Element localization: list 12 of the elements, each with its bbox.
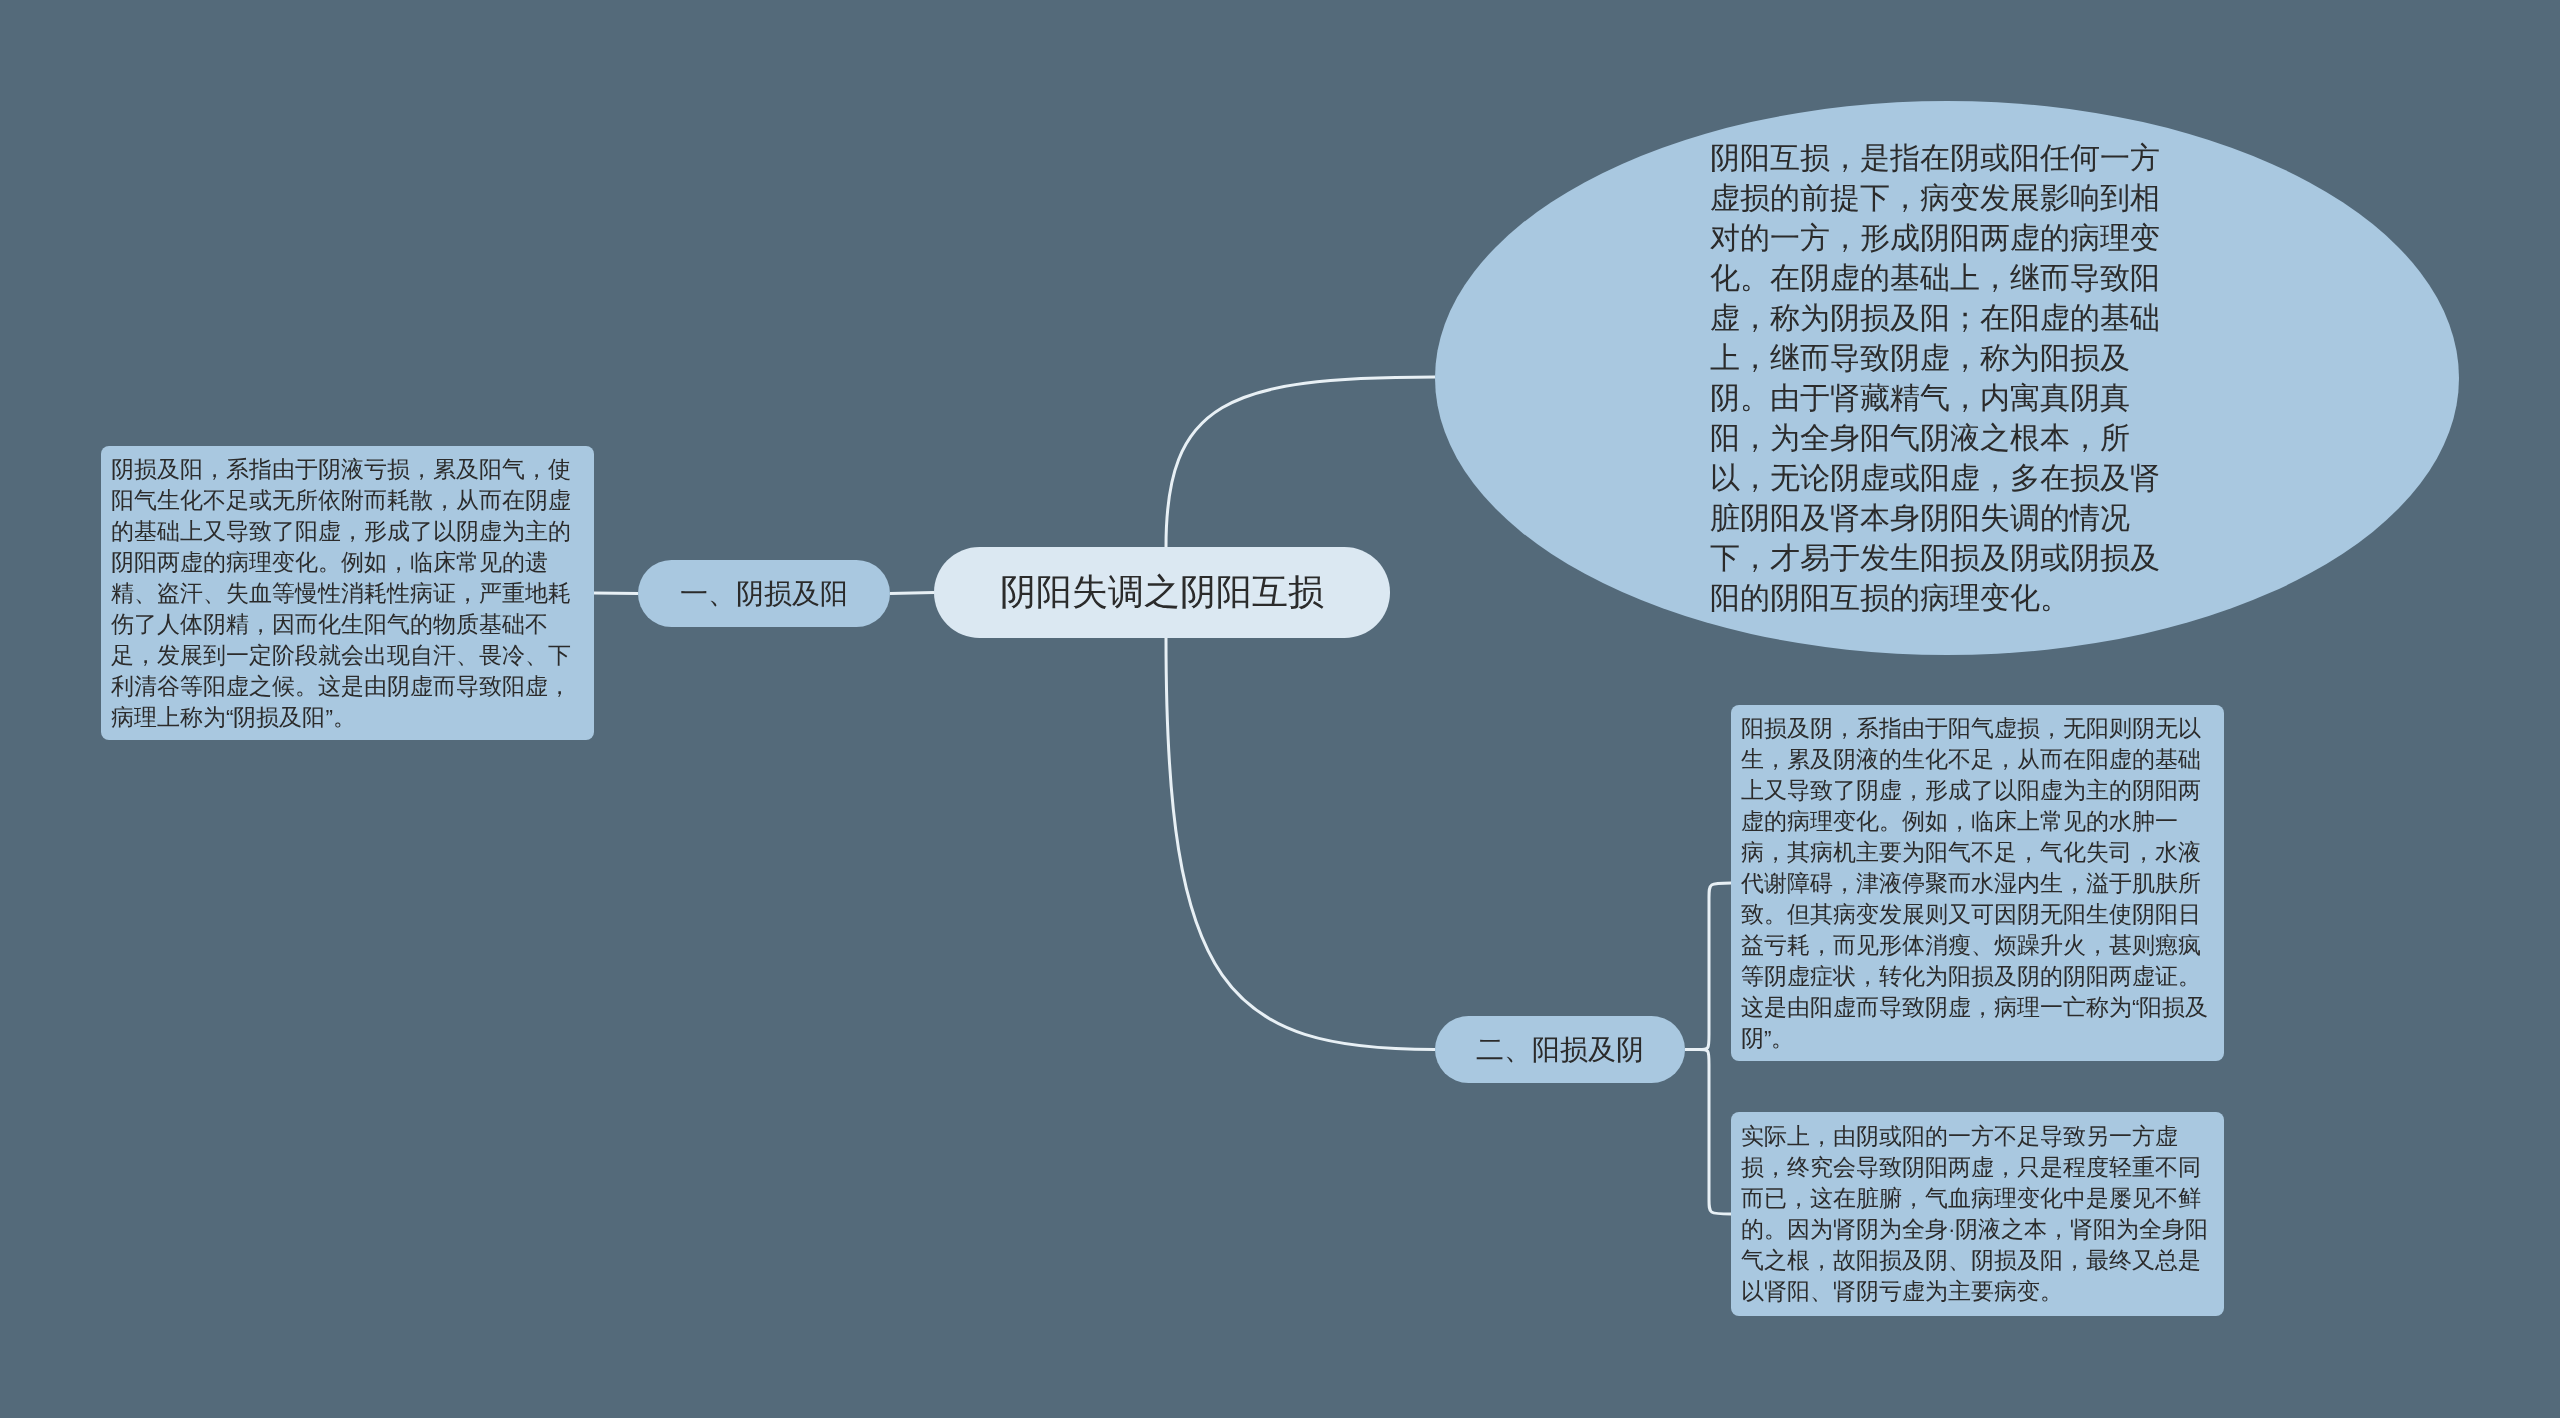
text-box: 阳损及阴，系指由于阳气虚损，无阳则阴无以生，累及阴液的生化不足，从而在阳虚的基础上又导致了阴虚，形成了以阳虚为主的阴阳两虚的病理变化。例如，临床上常见的水肿一病，其病机主要为阳气不足，气化失司，水液代谢障碍，津液停聚而水湿内生，溢于肌肤所致。但其病变发展则又可因阴无阳生使阴阳日益亏耗，而见形体消瘦、烦躁升火，甚则瘛疯等阴虚症状，转化为阳损及阴的阴阳两虚证。这是由阳虚而导致阴虚，病理一亡称为“阳损及阴”。	[1731, 705, 2224, 1061]
branch-box: 一、阴损及阳	[638, 560, 890, 627]
text-box: 实际上，由阴或阳的一方不足导致另一方虚损，终究会导致阴阳两虚，只是程度轻重不同而已，这在脏腑，气血病理变化中是屡见不鲜的。因为肾阴为全身·阴液之本，肾阳为全身阳气之根，故阳损及阴、阴损及阳，最终又总是以肾阳、肾阴亏虚为主要病变。	[1731, 1112, 2224, 1316]
text-ellipse: 阴阳互损，是指在阴或阳任何一方虚损的前提下，病变发展影响到相对的一方，形成阴阳两虚的病理变化。在阴虚的基础上，继而导致阳虚，称为阴损及阳；在阳虚的基础上，继而导致阴虚，称为阳损及阴。由于肾藏精气，内寓真阴真阳，为全身阳气阴液之根本，所以，无论阴虚或阳虚，多在损及肾脏阴阳及肾本身阴阳失调的情况下，才易于发生阳损及阴或阴损及阳的阴阳互损的病理变化。	[1435, 101, 2459, 655]
connector-line	[594, 591, 638, 595]
branch-box: 二、阳损及阴	[1435, 1016, 1685, 1083]
topic-box: 阴阳失调之阴阳互损	[934, 547, 1390, 638]
connector-line	[1164, 375, 1435, 548]
connector-line	[1685, 1048, 1731, 1216]
connector-line	[889, 591, 935, 595]
text-box: 阴损及阳，系指由于阴液亏损，累及阳气，使阳气生化不足或无所依附而耗散，从而在阴虚的基础上又导致了阳虚，形成了以阴虚为主的阴阳两虚的病理变化。例如，临床常见的遗精、盗汗、失血等慢性消耗性病证，严重地耗伤了人体阴精，因而化生阳气的物质基础不足，发展到一定阶段就会出现自汗、畏冷、下利清谷等阳虚之候。这是由阴虚而导致阳虚，病理上称为“阴损及阳”。	[101, 446, 594, 740]
connector-line	[1164, 637, 1436, 1051]
